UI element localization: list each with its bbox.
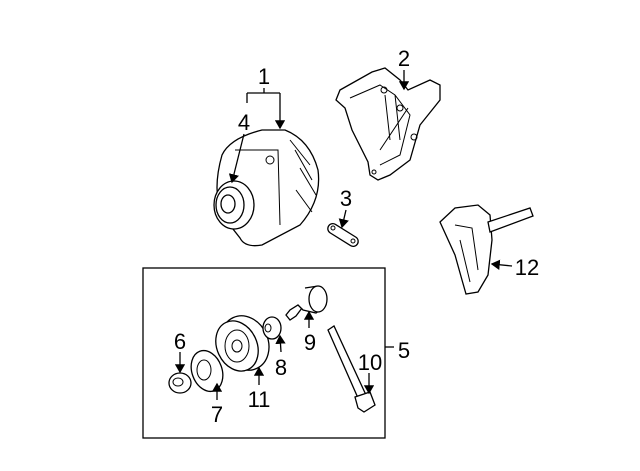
callout-12[interactable]: 12	[515, 255, 539, 280]
adjusting-link[interactable]	[326, 222, 360, 248]
callout-2[interactable]: 2	[398, 46, 410, 71]
spacer-8[interactable]	[262, 316, 282, 340]
leader-lines	[174, 70, 513, 400]
tensioner-assembly-box	[142, 267, 386, 439]
alternator-bracket[interactable]	[335, 67, 441, 181]
callout-1[interactable]: 1	[258, 64, 270, 89]
long-bolt-10[interactable]	[327, 325, 376, 413]
callout-7[interactable]: 7	[211, 402, 223, 427]
cap-6[interactable]	[168, 372, 192, 394]
callout-10[interactable]: 10	[358, 350, 382, 375]
idler-pulley-11[interactable]	[208, 308, 278, 378]
callout-11[interactable]: 11	[248, 387, 271, 412]
callout-4[interactable]: 4	[238, 110, 250, 135]
tensioner-bolt-9[interactable]	[285, 285, 328, 321]
callout-8[interactable]: 8	[275, 355, 287, 380]
alternator[interactable]	[213, 129, 320, 247]
callout-5[interactable]: 5	[398, 338, 410, 363]
callout-6[interactable]: 6	[174, 329, 186, 354]
tensioner-bracket[interactable]	[439, 204, 534, 295]
callout-3[interactable]: 3	[340, 186, 352, 211]
callout-9[interactable]: 9	[304, 330, 316, 355]
